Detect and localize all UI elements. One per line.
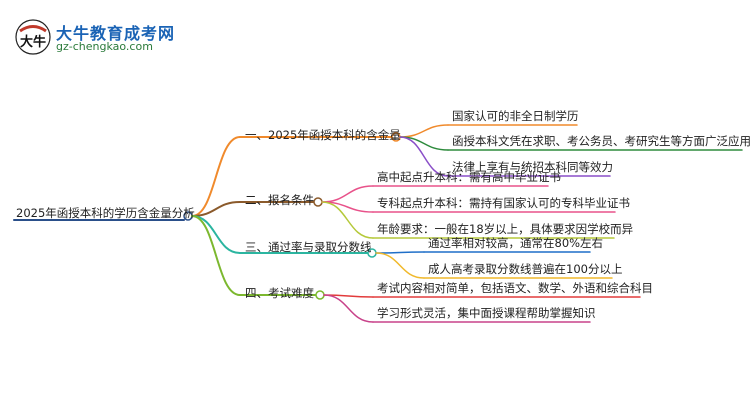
branch-1-label: 一、2025年函授本科的含金量	[245, 128, 401, 142]
branch-2-dot	[313, 197, 323, 207]
logo-badge-text: 大牛	[20, 34, 46, 50]
branch-2-leaf-1-connector	[321, 185, 374, 203]
branch-4-leaf-2-connector	[323, 294, 374, 323]
branch-4-leaf-1-label: 考试内容相对简单，包括语文、数学、外语和综合科目	[377, 281, 653, 295]
branch-2-leaf-3-label: 年龄要求：一般在18岁以上，具体要求因学校而异	[377, 222, 634, 236]
logo-badge-icon: 大牛	[15, 19, 51, 55]
branch-4-leaf-2-label: 学习形式灵活，集中面授课程帮助掌握知识	[377, 306, 596, 320]
branch-2-label: 二、报名条件	[245, 193, 314, 207]
branch-1-connector	[191, 136, 241, 217]
branch-3-leaf-1-label: 通过率相对较高，通常在80%左右	[428, 236, 604, 250]
branch-3-leaf-1-connector	[375, 251, 425, 254]
branch-1-leaf-2-label: 函授本科文凭在求职、考公务员、考研究生等方面广泛应用	[452, 134, 750, 148]
branch-3-label: 三、通过率与录取分数线	[245, 240, 372, 254]
branch-1-leaf-3-label: 法律上享有与统招本科同等效力	[452, 160, 613, 174]
branch-4-dot	[315, 290, 325, 300]
site-logo: 大牛 大牛教育成考网 gz-chengkao.com	[14, 18, 174, 58]
branch-2-leaf-3-connector	[321, 201, 374, 239]
root-node-label: 2025年函授本科的学历含金量分析	[16, 206, 195, 220]
branch-3-leaf-2-label: 成人高考录取分数线普遍在100分以上	[428, 262, 623, 276]
branch-2-leaf-2-label: 专科起点升本科：需持有国家认可的专科毕业证书	[377, 196, 630, 210]
branch-2-connector	[191, 201, 241, 217]
branch-1-leaf-1-connector	[399, 124, 449, 138]
branch-2-leaf-1-label: 高中起点升本科：需有高中毕业证书	[377, 170, 561, 184]
branch-3-leaf-2-connector	[375, 252, 425, 279]
branch-1-leaf-3-connector	[399, 136, 449, 177]
branch-4-label: 四、考试难度	[245, 286, 314, 300]
branch-3-connector	[191, 215, 241, 254]
logo-url: gz-chengkao.com	[56, 40, 153, 53]
branch-1-leaf-1-label: 国家认可的非全日制学历	[452, 109, 579, 123]
branch-4-connector	[191, 215, 241, 296]
logo-title: 大牛教育成考网	[56, 24, 176, 43]
